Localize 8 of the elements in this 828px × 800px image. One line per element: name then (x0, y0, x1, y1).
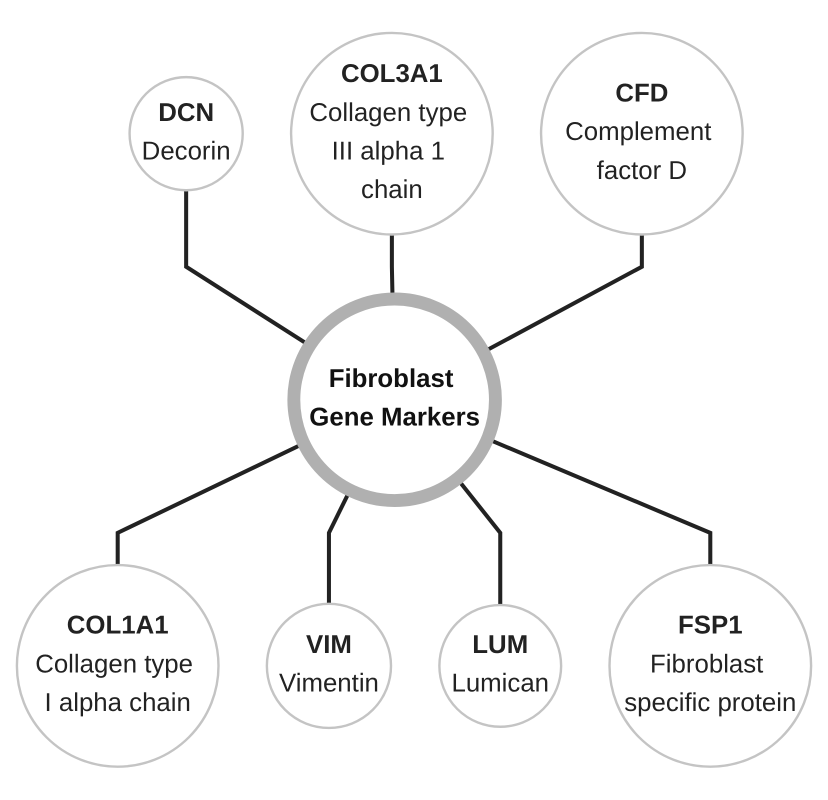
node-circle: COL1A1 Collagen type I alpha chain (16, 564, 220, 768)
node-circle: VIM Vimentin (266, 602, 392, 730)
node-circle: COL3A1 Collagen type III alpha 1 chain (290, 32, 494, 236)
node-circle: CFD Complement factor D (540, 32, 744, 236)
node-circle: FSP1 Fibroblast specific protein (608, 564, 812, 768)
node-circle: Fibroblast Gene Markers (287, 292, 502, 508)
node-circle: LUM Lumican (438, 604, 562, 728)
node-circle: DCN Decorin (128, 76, 244, 192)
